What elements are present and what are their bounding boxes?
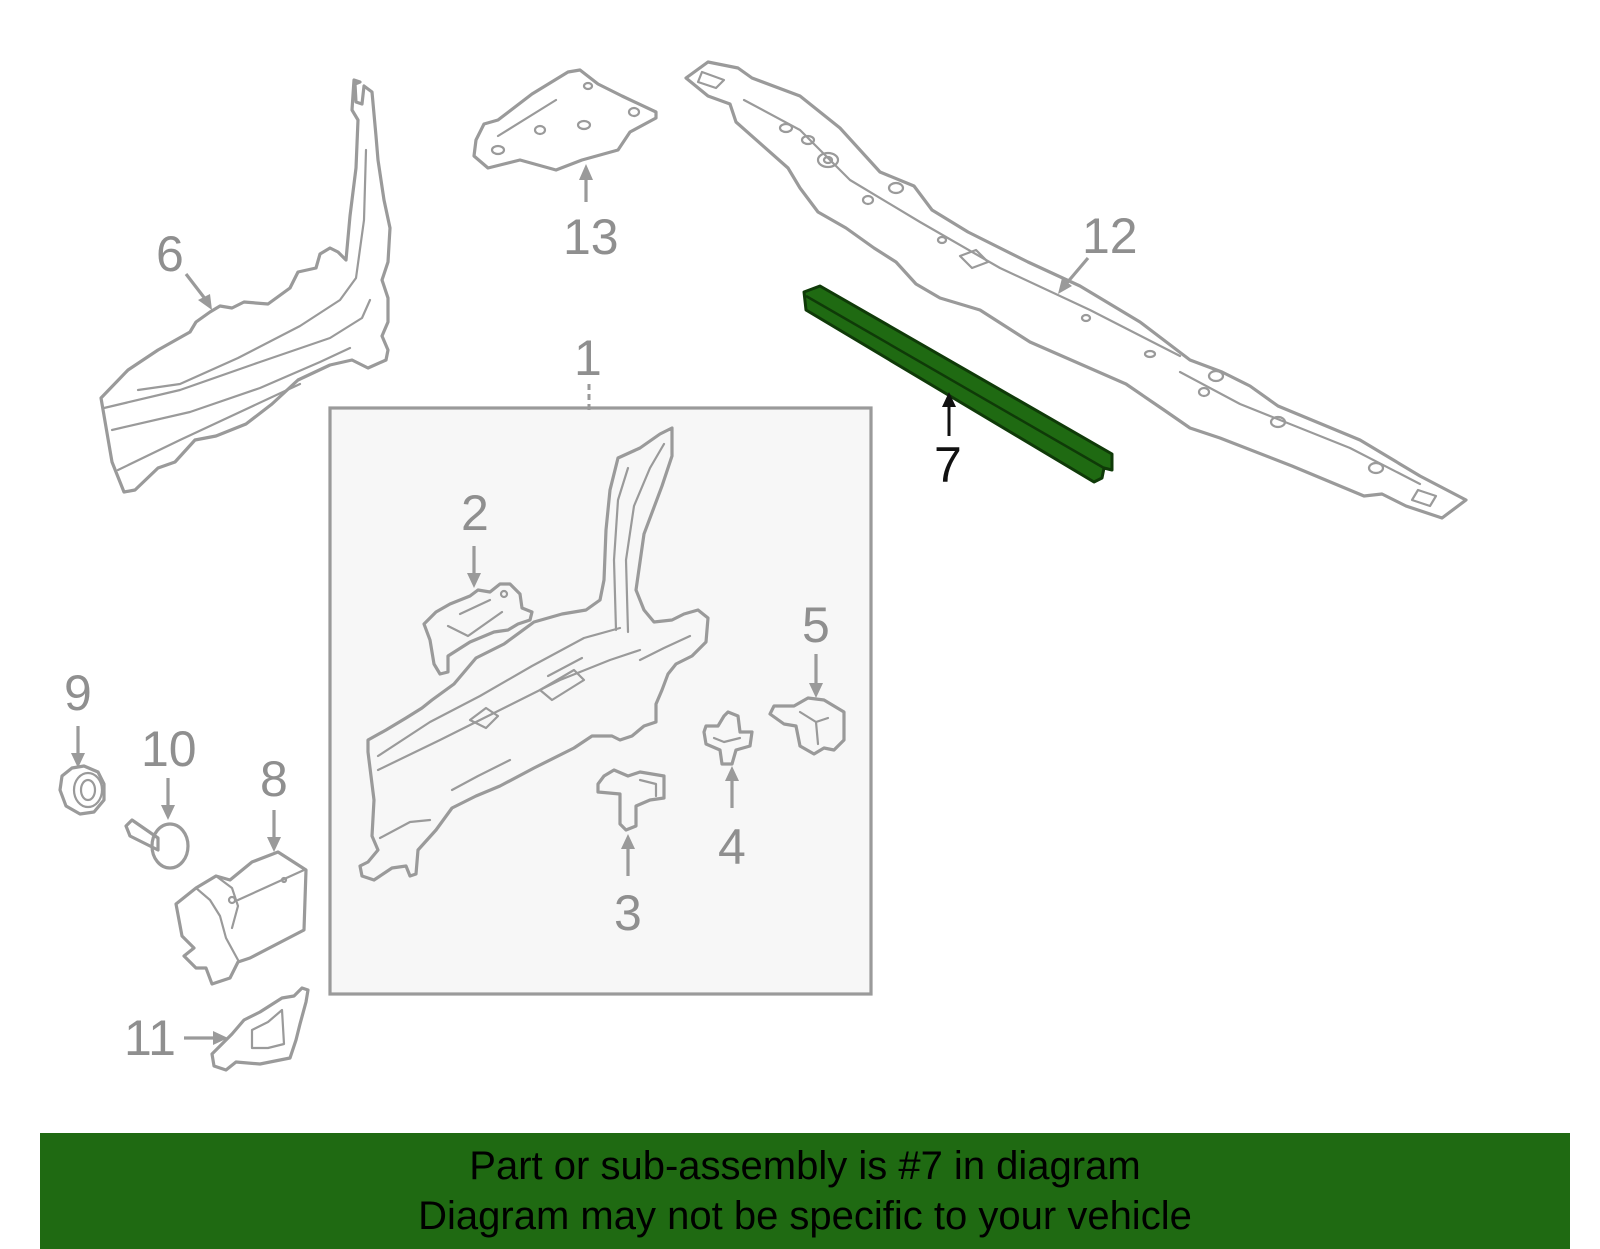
callout-9: 9 [64,665,92,721]
leader-12 [1064,256,1090,286]
arrowhead-4 [725,766,739,781]
part-11-bracket[interactable] [210,986,310,1072]
part-4-clip[interactable] [702,710,754,766]
callout-6: 6 [156,226,184,282]
part-10-bolt[interactable] [124,818,190,870]
arrowhead-9 [71,753,85,768]
arrowhead-7 [942,392,956,407]
callout-10: 10 [141,721,197,777]
arrowhead-8 [267,837,281,852]
callout-8: 8 [260,751,288,807]
part-2-bracket[interactable] [422,582,534,676]
info-banner: Part or sub-assembly is #7 in diagram Di… [40,1133,1570,1249]
part-9-nut[interactable] [58,764,106,816]
callout-11: 11 [124,1010,176,1066]
part-5-bracket[interactable] [768,696,846,756]
arrowhead-12 [1058,278,1072,294]
subassembly-box [328,406,873,996]
part-1-quarter-panel-inner[interactable] [358,426,710,882]
arrowhead-10 [161,805,175,820]
part-7-rail-highlighted[interactable] [802,284,1114,484]
callout-12: 12 [1082,208,1138,264]
callout-3: 3 [614,885,642,941]
callout-13: 13 [563,209,619,265]
part-3-t-bracket[interactable] [596,768,666,832]
leader-6 [184,273,208,301]
arrowhead-13 [579,164,593,180]
banner-line-disclaimer: Diagram may not be specific to your vehi… [418,1194,1192,1238]
arrowhead-3 [621,834,635,849]
callout-5: 5 [802,597,830,653]
callout-1: 1 [574,330,602,386]
arrowhead-5 [809,683,823,698]
part-6-pillar-reinforcement[interactable] [99,78,392,494]
callout-2: 2 [461,485,489,541]
part-8-bracket-assembly[interactable] [174,850,308,986]
callout-4: 4 [718,819,746,875]
banner-line-part-info: Part or sub-assembly is #7 in diagram [469,1144,1141,1188]
part-12-cross-member[interactable] [684,60,1468,520]
callout-7: 7 [934,437,962,493]
arrowhead-11 [213,1031,228,1045]
arrowhead-6 [198,294,212,310]
arrowhead-2 [467,573,481,588]
part-13-bracket[interactable] [472,68,658,172]
